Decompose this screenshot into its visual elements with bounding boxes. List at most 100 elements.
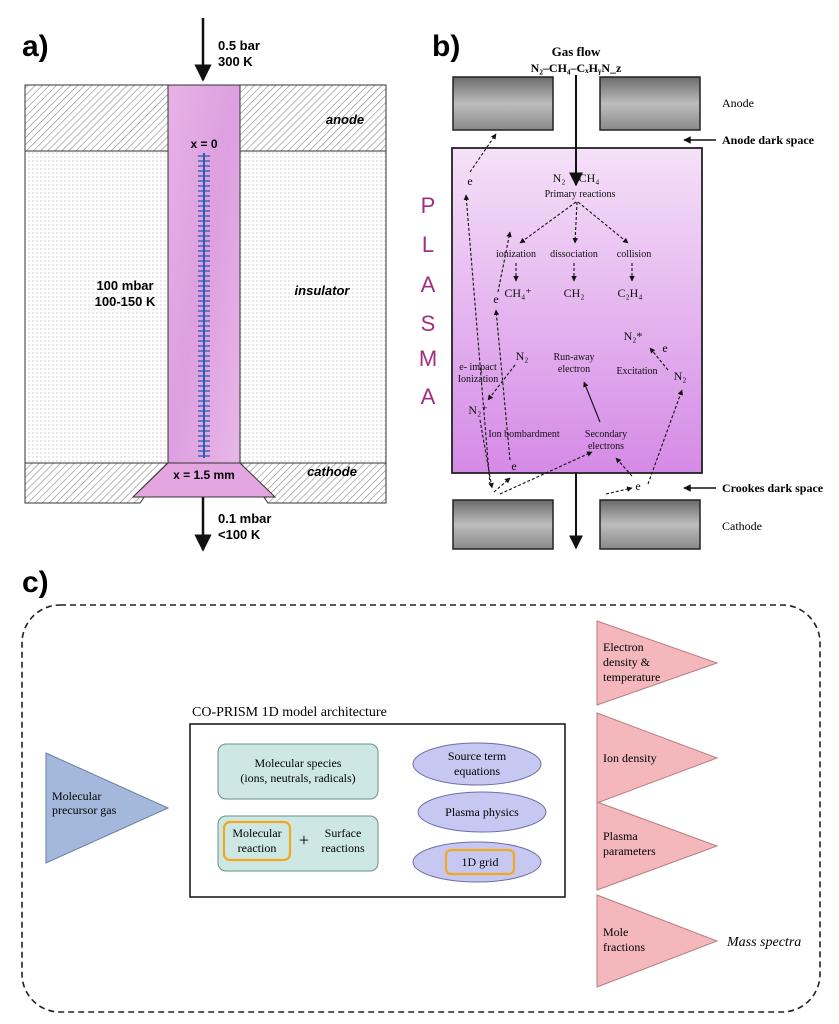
plasma-letters: P L A S M A [419,193,437,409]
secondary-label: Secondary [585,429,627,440]
panel-c-label: c) [22,566,49,599]
panel-a: a) 0.5 bar 300 K anode insulator 100 mba… [22,18,387,552]
output-electron-label-2: density & [603,655,651,669]
e-label: e [493,292,498,306]
insulator-label: insulator [295,283,351,298]
gas-flow-label: Gas flow [552,44,601,59]
cathode-label: cathode [307,464,357,479]
temperature-mid: 100-150 K [95,294,156,309]
plasma-letter: P [421,193,436,218]
plasma-physics-ellipse [417,791,547,833]
gas-formula: N₂–CH₄–CₓHᵧN_z [531,61,622,75]
arrow [479,419,494,489]
dissociation-label: dissociation [550,249,598,260]
precursor-gas-triangle [45,752,170,864]
n2-mid-label: N₂ [516,349,529,363]
collision-label: collision [617,249,651,260]
source-term-label-2: equations [454,764,500,778]
ion-bombardment-label: Ion bombardment [488,429,560,440]
anode-text: Anode [722,96,754,110]
insulator-block-right [239,150,387,464]
output-mole-label-2: fractions [603,940,645,954]
reactions-box [217,815,379,872]
arrow [493,477,511,493]
cathode-left-plate [452,499,554,550]
anode-label: anode [326,112,364,127]
e-label: e [635,479,640,493]
crookes-dark-space: Crookes dark space [722,481,824,495]
precursor-label: Molecular [52,789,101,803]
n2-right-label: N₂ [674,369,687,383]
arrow [583,381,601,423]
anode-right-plate [599,76,701,131]
arrow [615,457,633,477]
cathode-block-left [24,462,169,504]
inlet-pressure: 0.5 bar [218,38,260,53]
n2-label: N₂ [553,171,566,185]
e-label: e [511,459,516,473]
n2-plus-label: N₂⁺ [468,403,487,417]
source-term-label: Source term [448,749,507,763]
surface-reactions-label-2: reactions [321,841,365,855]
reaction-arrows [463,133,683,495]
molecular-reaction-highlight [222,820,292,862]
arrow [499,451,593,495]
n2-star-label: N₂* [624,329,643,343]
surface-reactions-label: Surface [325,826,362,840]
output-electron-label: Electron [603,640,644,654]
ionization-label: ionization [496,249,536,260]
arrow [519,201,577,244]
arrow [605,486,633,495]
architecture-title: CO-PRISM 1D model architecture [192,705,387,720]
precursor-label-2: precursor gas [52,803,117,817]
anode-dark-space: Anode dark space [722,133,815,147]
plasma-letter: L [422,232,434,257]
primary-reactions: Primary reactions [545,189,616,200]
mass-spectra-label: Mass spectra [726,935,801,950]
arrow [493,309,511,461]
molecular-species-box [217,743,379,800]
panel-b: b) Gas flow N₂–CH₄–CₓHᵧN_z Anode Anode d… [419,30,824,550]
run-away-label-2: electron [558,364,590,375]
output-triangle-mole [596,894,719,988]
plasma-letter: S [421,311,436,336]
output-electron-label-3: temperature [603,670,660,684]
arrow [497,231,512,293]
ch4-plus-label: CH₄⁺ [504,286,531,300]
x-end-label: x = 1.5 mm [173,468,235,482]
molecular-reaction-label: Molecular [232,826,281,840]
arrow [463,194,491,486]
panel-c: c) Molecular precursor gas CO-PRISM 1D m… [21,566,821,1013]
secondary-label-2: electrons [588,441,624,452]
panel-a-label: a) [22,30,49,63]
molecular-reaction-label-2: reaction [238,841,277,855]
grid-1d-highlight [444,848,516,876]
species-label-2: (ions, neutrals, radicals) [240,771,355,785]
c2h4-label: C₂H₄ [617,286,642,300]
grid-1d-ellipse [412,841,542,883]
arrow [577,201,629,244]
plasma-nozzle [131,462,277,498]
pressure-mid: 100 mbar [96,278,153,293]
cathode-right-plate [599,499,701,550]
reaction-scheme: N₂ CH₄ Primary reactions ionization diss… [458,171,687,493]
grid-ticks [198,155,210,457]
ch2-label: CH₂ [564,286,585,300]
panel-b-label: b) [432,30,460,63]
solid-arrows [583,381,601,423]
output-plasma-label: Plasma [603,829,638,843]
outlet-temperature: <100 K [218,527,261,542]
arrow [469,133,497,173]
panel-c-frame [21,604,821,1013]
arrow [487,364,516,401]
output-triangle-plasma [596,801,719,891]
output-ion-label: Ion density [603,751,657,765]
grid-1d-label: 1D grid [462,855,499,869]
anode-left-plate [452,76,554,131]
arrow [647,389,683,485]
e-impact-label: e- impact [459,362,497,373]
source-term-ellipse [412,742,542,786]
output-plasma-label-2: parameters [603,844,656,858]
output-triangle-electron [596,620,719,706]
